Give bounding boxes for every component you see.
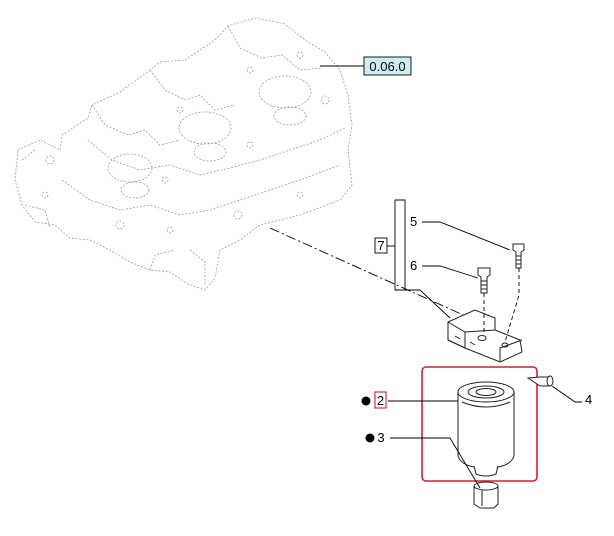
callout-2-label: 2 [377,393,384,408]
callout-4-label: 4 [585,392,592,407]
engine-block-ghost [14,17,353,291]
callout-7-box [374,237,388,254]
drain-fitting [473,481,499,509]
callout-7[interactable]: 7 [374,199,451,319]
callout-5[interactable]: 5 [410,214,511,251]
filter-highlight-box [421,366,538,482]
callout-6[interactable]: 6 [410,258,479,279]
callout-3[interactable]: 3 [365,430,481,489]
callout-2-dot [361,396,371,406]
callout-5-label: 5 [410,214,417,229]
callout-4[interactable]: 4 [551,385,592,407]
reference-tag[interactable]: 0.06.0 [320,56,412,76]
mounting-bracket [447,309,523,363]
callout-7-label: 7 [377,238,384,253]
callout-3-dot [365,433,375,443]
callout-3-label: 3 [377,430,384,445]
callout-2-box [374,391,387,409]
callout-6-label: 6 [410,258,417,273]
fuel-filter-cartridge [457,381,515,477]
screw-4 [526,375,554,387]
bolt-5 [512,243,525,269]
bolt-6 [477,267,491,294]
reference-tag-box [363,56,412,76]
callout-2[interactable]: 2 [361,391,459,409]
reference-tag-label: 0.06.0 [369,59,405,74]
alignment-line [269,227,471,319]
